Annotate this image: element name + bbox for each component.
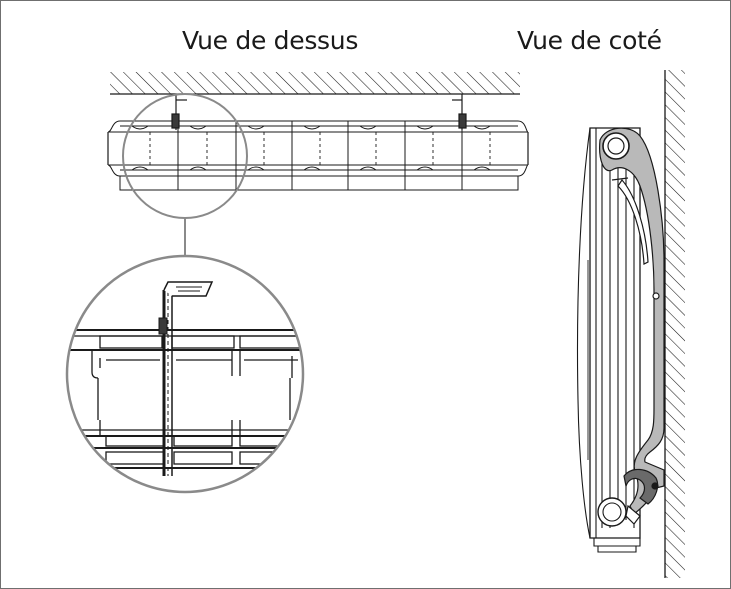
radiator-side-view	[576, 127, 641, 553]
top-view-label: Vue de dessus	[182, 26, 359, 55]
radiator-top-view	[107, 120, 529, 191]
wall-hatching-top	[110, 72, 520, 94]
top-view	[107, 72, 529, 256]
magnifier-source-circle	[122, 93, 248, 219]
magnified-detail	[65, 254, 305, 494]
wall-hatching-side	[665, 70, 685, 578]
side-view	[576, 70, 685, 578]
side-view-label: Vue de coté	[517, 26, 662, 55]
magnifier-lens-circle	[65, 254, 305, 494]
side-wall-bracket	[599, 127, 665, 525]
wall-bracket-left	[171, 94, 187, 130]
wall-bracket-right	[452, 94, 467, 130]
